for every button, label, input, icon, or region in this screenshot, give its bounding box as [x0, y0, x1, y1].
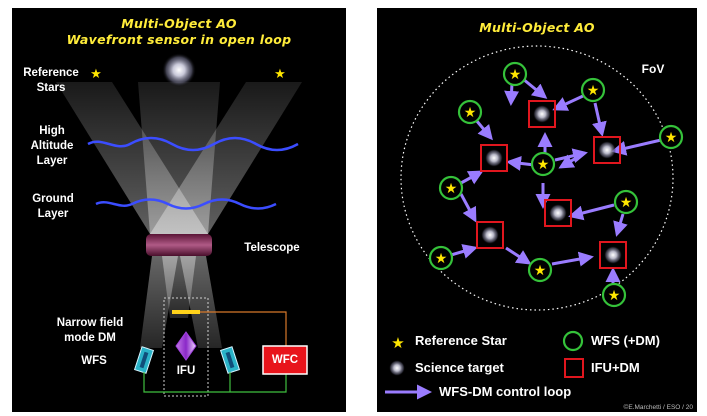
arrow-3	[474, 119, 493, 141]
left-reference-star-2: ★	[274, 67, 286, 82]
legend-star-icon: ★	[391, 334, 404, 352]
legend-ifu-square-icon	[564, 358, 584, 378]
high-altitude-layer-wave	[87, 136, 299, 152]
svg-text:★: ★	[464, 105, 477, 121]
left-title-line1: Multi-Object AO	[121, 16, 237, 31]
narrow-field-dm-label: Narrow field mode DM	[56, 317, 124, 344]
wfs-star-7: ★	[613, 189, 639, 215]
left-title-line2: Wavefront sensor in open loop	[66, 32, 292, 47]
narrow-field-dm-bar	[172, 310, 200, 314]
svg-text:★: ★	[587, 83, 600, 99]
telescope-label: Telescope	[244, 242, 300, 254]
ifu-dotted-box	[163, 297, 209, 397]
wfs-star-2: ★	[580, 77, 606, 103]
ifu-label: IFU	[176, 365, 196, 377]
ifu-target-4	[544, 199, 572, 227]
left-panel-mao-open-loop: ★ ★ Multi-Object AO Wavefront sensor in …	[12, 8, 346, 412]
ifu-targets	[476, 100, 627, 269]
arrow-17	[505, 246, 532, 265]
arrow-4	[592, 102, 607, 137]
legend-ifu-dm: IFU+DM	[591, 360, 640, 375]
svg-text:★: ★	[509, 67, 522, 83]
arrow-14	[568, 203, 615, 221]
ifu-target-2	[593, 136, 621, 164]
arrow-8	[554, 148, 588, 164]
right-title: Multi-Object AO	[479, 20, 595, 35]
svg-text:★: ★	[435, 251, 448, 267]
legend-control-loop: WFS-DM control loop	[439, 384, 572, 399]
fov-circle	[400, 45, 674, 311]
wfs-star-1: ★	[502, 61, 528, 87]
image-credit: ©E.Marchetti / ESO / 20	[623, 404, 693, 411]
legend-reference-star: Reference Star	[415, 333, 507, 348]
beam-from-right-star	[150, 82, 302, 234]
svg-text:★: ★	[665, 130, 678, 146]
right-wfs-detector	[219, 346, 241, 374]
wfs-star-10: ★	[601, 282, 627, 308]
reference-stars-label: Reference Stars	[23, 67, 79, 94]
arrow-5	[504, 82, 520, 106]
high-altitude-layer-label: High Altitude Layer	[30, 125, 74, 167]
left-diagram-graphics: ★ ★	[56, 53, 308, 397]
wfs-star-4: ★	[658, 124, 684, 150]
arrow-11	[611, 138, 662, 156]
right-diagram-graphics: ★ ★ ★ ★ ★ ★ ★ ★ ★ ★ ★	[385, 45, 684, 400]
arrow-18	[551, 251, 594, 267]
ground-layer-label: Ground Layer	[32, 193, 74, 220]
svg-text:★: ★	[445, 181, 458, 197]
legend-wfs-dm: WFS (+DM)	[591, 333, 660, 348]
ground-layer-wave	[95, 198, 277, 210]
arrow-12	[460, 170, 484, 185]
left-wfs-detector	[133, 346, 155, 374]
wfc-label: WFC	[271, 354, 299, 366]
arrow-2	[552, 94, 584, 111]
ifu-target-1	[528, 100, 556, 128]
arrow-13	[459, 193, 477, 223]
dm-to-wfc-wire	[200, 311, 287, 346]
wfs-star-3: ★	[457, 99, 483, 125]
wfs-star-5: ★	[530, 151, 556, 177]
svg-text:★: ★	[537, 157, 550, 173]
galaxy-source-icon	[162, 53, 196, 87]
legend-galaxy-icon	[389, 360, 405, 376]
arrow-16	[450, 244, 478, 259]
svg-text:★: ★	[534, 263, 547, 279]
fov-label: FoV	[641, 62, 665, 76]
wfs-star-9: ★	[527, 257, 553, 283]
legend-wfs-circle-icon	[562, 330, 584, 352]
telescope-lens	[146, 234, 212, 256]
wfs-to-wfc-wire	[143, 372, 287, 393]
legend-science-target: Science target	[415, 360, 504, 375]
right-panel-mao-schematic: Multi-Object AO	[377, 8, 697, 412]
control-loop-arrows	[450, 77, 662, 285]
wfs-star-8: ★	[428, 245, 454, 271]
beam-to-right-wfs	[180, 256, 222, 348]
arrow-15	[613, 213, 628, 237]
ifu-prism	[175, 331, 197, 361]
left-reference-star-1: ★	[90, 67, 102, 82]
ifu-target-5	[476, 221, 504, 249]
svg-text:★: ★	[620, 195, 633, 211]
svg-text:★: ★	[608, 288, 621, 304]
ifu-target-3	[480, 144, 508, 172]
wfs-star-6: ★	[438, 175, 464, 201]
wfs-label: WFS	[81, 355, 107, 367]
arrow-1	[522, 77, 548, 99]
wfs-stars: ★ ★ ★ ★ ★ ★ ★ ★ ★ ★	[428, 61, 684, 308]
ifu-target-6	[599, 241, 627, 269]
wfc-box	[262, 345, 308, 375]
